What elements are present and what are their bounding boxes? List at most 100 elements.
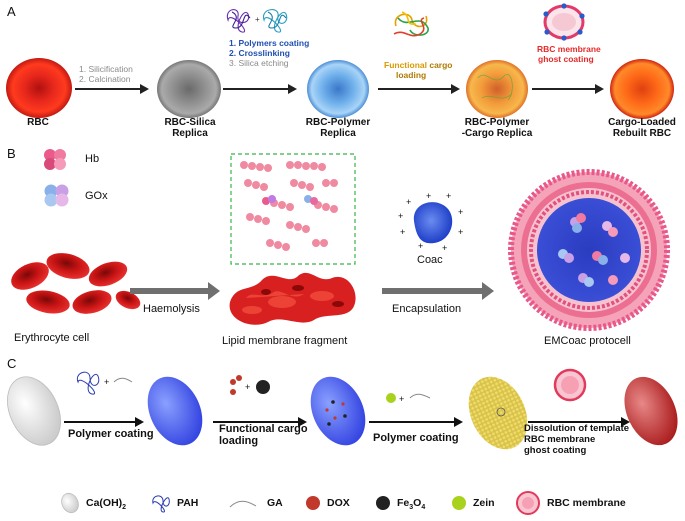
emcoac-protocell xyxy=(508,169,670,331)
step-functional-cargo: Functional cargo xyxy=(384,60,453,70)
svg-text:+: + xyxy=(398,211,403,221)
legend-rbc-membrane: RBC membrane xyxy=(547,497,626,509)
polymer-coil-icons: + xyxy=(226,9,288,33)
legend-hb: Hb xyxy=(85,153,100,165)
stage-silica-label-1: RBC-Silica xyxy=(164,117,216,128)
erythrocyte-cells xyxy=(11,253,141,314)
label-haemolysis: Haemolysis xyxy=(143,303,200,315)
step-polymers-coating: 1. Polymers coating xyxy=(229,38,310,48)
coac-droplet: ++++ +++++ xyxy=(398,191,463,253)
step-functional-cargo-c-1: Functional cargo xyxy=(219,423,308,435)
legend-fe-text: Fe xyxy=(397,497,410,509)
step-silica-etching: 3. Silica etching xyxy=(229,58,289,68)
zein-coated-template xyxy=(468,376,528,450)
arrow-c2 xyxy=(213,417,307,427)
gox-icon xyxy=(44,184,69,207)
legend-zein: Zein xyxy=(473,497,495,509)
svg-text:+: + xyxy=(446,191,451,201)
stage-rebuilt-label-1: Cargo-Loaded xyxy=(608,117,676,128)
svg-text:+: + xyxy=(458,207,463,217)
stage-cargo-label-1: RBC-Polymer xyxy=(464,117,530,128)
label-coac: Coac xyxy=(417,254,443,266)
step-rbc-membrane: RBC membrane xyxy=(537,44,601,54)
arrow-a3 xyxy=(378,84,460,94)
legend-fe-sub: 3 xyxy=(409,504,414,512)
legend-gox: GOx xyxy=(85,190,108,202)
lipid-zoom-box xyxy=(230,153,356,265)
svg-text:+: + xyxy=(245,382,250,392)
svg-text:+: + xyxy=(255,15,260,24)
step-ghost-coating: ghost coating xyxy=(538,54,594,64)
rbc-membrane-icon-c xyxy=(553,368,587,402)
caption-erythrocyte: Erythrocyte cell xyxy=(14,332,90,344)
arrow-a2 xyxy=(223,84,297,94)
legend-o-sub: 4 xyxy=(421,504,426,512)
rbc-disc xyxy=(6,58,72,118)
arrow-c1 xyxy=(64,417,144,427)
step-calcination: 2. Calcination xyxy=(79,74,131,84)
stage-silica-label-2: Replica xyxy=(172,128,208,139)
legend-zein-icon xyxy=(452,496,466,510)
cargo-loaded-template xyxy=(310,376,366,446)
arrow-c4 xyxy=(528,417,630,427)
svg-text:+: + xyxy=(400,227,405,237)
step-crosslinking: 2. Crosslinking xyxy=(229,48,290,58)
step-silicification: 1. Silicification xyxy=(79,64,133,74)
legend-rbc-membrane-icon xyxy=(516,491,540,515)
caoh2-template xyxy=(7,376,61,446)
step-polymer-coating-1: Polymer coating xyxy=(68,428,154,440)
stage-rebuilt-label-2: Rebuilt RBC xyxy=(612,128,672,139)
pah-coated-template xyxy=(147,376,203,446)
legend-dox: DOX xyxy=(327,497,350,509)
step-dissolution-1: Dissolution of template xyxy=(524,423,630,434)
legend-caoh2: Ca(OH)2 xyxy=(86,497,126,511)
step-loading: loading xyxy=(396,70,427,80)
polymer-replica xyxy=(307,60,369,118)
hb-icon xyxy=(44,149,66,170)
panel-c-letter: C xyxy=(7,356,17,371)
legend-fe3o4: Fe3O4 xyxy=(397,497,425,511)
legend-caoh2-icon xyxy=(61,492,79,514)
legend-o-text: O xyxy=(413,497,422,509)
stage-polymer-label-2: Replica xyxy=(320,128,356,139)
svg-text:+: + xyxy=(458,227,463,237)
legend-dox-icon xyxy=(306,496,320,510)
rbc-membrane-ring-icon xyxy=(543,3,585,41)
zein-ga-icon: + xyxy=(386,393,431,404)
label-encapsulation: Encapsulation xyxy=(392,303,462,315)
legend-fe3o4-icon xyxy=(376,496,390,510)
final-rebuilt-rbc-c xyxy=(624,376,678,446)
svg-text:+: + xyxy=(406,197,411,207)
legend-pah: PAH xyxy=(177,497,199,509)
step-dissolution-3: ghost coating xyxy=(524,445,587,456)
haemolysis-arrow xyxy=(130,282,220,300)
legend-ga: GA xyxy=(267,497,283,509)
svg-text:+: + xyxy=(104,377,109,387)
legend-pah-icon xyxy=(152,495,170,513)
svg-text:+: + xyxy=(426,191,431,201)
svg-text:+: + xyxy=(418,241,423,251)
legend-ga-icon xyxy=(229,500,257,508)
stage-polymer-label-1: RBC-Polymer xyxy=(305,117,371,128)
stage-rbc-label: RBC xyxy=(27,117,49,128)
legend-caoh2-text: Ca(OH) xyxy=(86,497,123,509)
silica-replica xyxy=(157,60,221,118)
rebuilt-rbc xyxy=(610,59,674,119)
panel-b-letter: B xyxy=(7,146,16,161)
svg-text:+: + xyxy=(442,243,447,253)
step-polymer-coating-2: Polymer coating xyxy=(373,432,459,444)
step-functional-word: Functional xyxy=(384,60,427,70)
arrow-a1 xyxy=(75,84,149,94)
cargo-replica xyxy=(466,60,528,118)
lipid-fragments xyxy=(229,272,356,325)
svg-text:+: + xyxy=(399,394,404,404)
step-dissolution-2: RBC membrane xyxy=(524,434,596,445)
dox-fe3o4-icon: + xyxy=(230,375,270,395)
legend-caoh2-sub: 2 xyxy=(122,504,127,512)
caption-emcoac: EMCoac protocell xyxy=(544,335,631,347)
arrow-a4 xyxy=(532,84,604,94)
step-cargo-word: cargo xyxy=(426,60,453,70)
panel-a-letter: A xyxy=(7,4,16,19)
step-functional-cargo-c-2: loading xyxy=(219,435,259,447)
arrow-c3 xyxy=(369,417,463,427)
